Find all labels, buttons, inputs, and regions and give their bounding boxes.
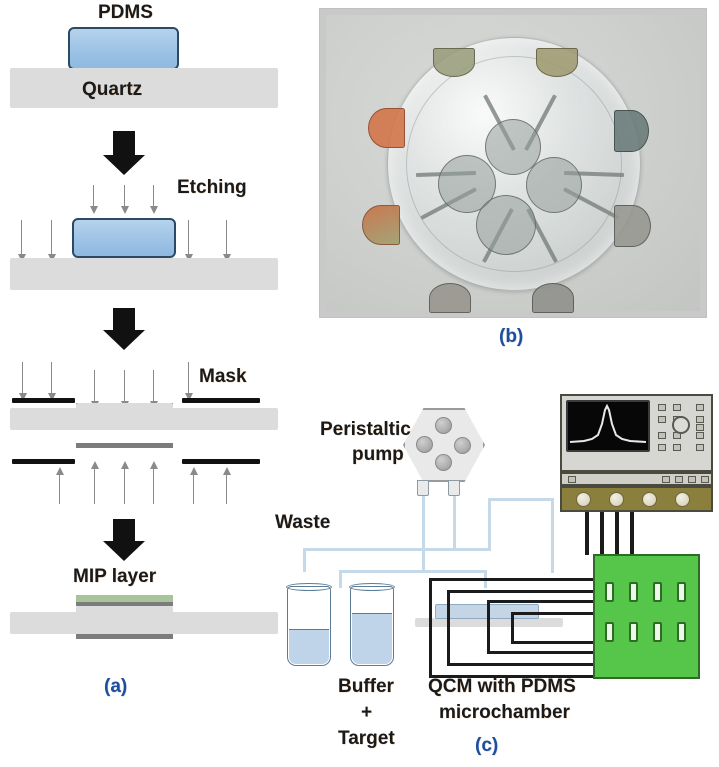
waste-vial-rim — [286, 583, 332, 591]
quartz-ledge-final — [76, 606, 173, 615]
mask-bar-top-right — [182, 398, 260, 403]
contact-pad-6 — [614, 205, 651, 247]
contact-pad-1 — [433, 48, 475, 77]
peristaltic-pump — [403, 408, 485, 482]
pump-roller-bottom — [435, 454, 452, 471]
metal-strip-top-final — [76, 602, 173, 606]
caption-b: (b) — [499, 326, 524, 347]
pcb-slot-r2c3 — [653, 622, 662, 642]
pump-port-outlet — [448, 480, 460, 496]
network-analyzer[interactable] — [560, 394, 713, 512]
quartz-substrate-step1 — [10, 68, 278, 108]
analyzer-lower-strip — [560, 472, 713, 486]
etching-label: Etching — [177, 177, 247, 198]
resonance-peak-trace — [569, 403, 647, 443]
bnc-connector-3[interactable] — [642, 492, 657, 507]
peristaltic-pump-label-line2: pump — [352, 444, 404, 465]
qcm-label-line1: QCM with PDMS — [428, 676, 576, 697]
wafer-inner-ring — [406, 56, 622, 272]
pdms-block-step2 — [72, 218, 176, 258]
bnc-connector-4[interactable] — [675, 492, 690, 507]
electrode-bottom — [476, 195, 536, 255]
contact-pad-7 — [429, 283, 471, 313]
caption-a: (a) — [104, 676, 128, 697]
pcb-slot-r1c4 — [677, 582, 686, 602]
electrode-right — [526, 157, 582, 213]
panel-b-wafer-photo: (b) — [319, 8, 707, 347]
waste-vial-body — [287, 586, 331, 666]
analyzer-rotary-knob[interactable] — [672, 416, 690, 434]
buffer-vial-liquid — [352, 613, 392, 664]
pdms-block-step1 — [68, 27, 179, 70]
mask-label: Mask — [199, 366, 247, 387]
quartz-ledge-step3 — [76, 403, 173, 411]
bnc-connector-1[interactable] — [576, 492, 591, 507]
pcb-slot-r1c2 — [629, 582, 638, 602]
pump-roller-right — [454, 437, 471, 454]
contact-pad-2 — [536, 48, 578, 77]
mask-bar-top-left — [12, 398, 75, 403]
pcb-slot-r2c4 — [677, 622, 686, 642]
waste-label: Waste — [275, 512, 331, 533]
buffer-vial-body — [350, 586, 394, 666]
pump-roller-left — [416, 436, 433, 453]
mip-layer-strip — [76, 595, 173, 602]
contact-pad-5 — [614, 110, 649, 152]
contact-pad-3 — [368, 108, 405, 148]
pump-roller-top — [435, 417, 452, 434]
buffer-vial-rim — [349, 583, 395, 591]
caption-c: (c) — [475, 735, 499, 756]
pcb-slot-r1c3 — [653, 582, 662, 602]
mask-bar-bottom-left — [12, 459, 75, 464]
photo-frame — [319, 8, 707, 318]
quartz-label: Quartz — [82, 79, 143, 100]
pcb-slot-r2c1 — [605, 622, 614, 642]
metal-strip-bottom — [76, 443, 173, 448]
contact-pad-4 — [362, 205, 400, 245]
panel-c-measurement-setup: Peristaltic pump Waste Buffer + Target — [275, 380, 719, 767]
buffer-target-vial — [349, 583, 395, 666]
analyzer-screen — [566, 400, 650, 452]
peristaltic-pump-label-line1: Peristaltic — [320, 419, 411, 440]
waste-vial-liquid — [289, 629, 329, 664]
mip-layer-label: MIP layer — [73, 566, 157, 587]
contact-pad-8 — [532, 283, 574, 313]
multiplexer-board — [593, 554, 700, 679]
qcm-label-line2: microchamber — [439, 702, 570, 723]
quartz-substrate-step3-lower — [10, 408, 278, 430]
pcb-slot-r2c2 — [629, 622, 638, 642]
panel-a-fabrication-process: PDMS Quartz Etching Mask — [0, 0, 300, 767]
quartz-substrate-step2 — [10, 258, 278, 290]
analyzer-connector-panel — [560, 486, 713, 512]
mask-bar-bottom-right — [182, 459, 260, 464]
metal-strip-bottom-final — [76, 634, 173, 639]
buffer-label-plus: + — [361, 702, 373, 723]
pump-port-inlet — [417, 480, 429, 496]
buffer-label-line1: Buffer — [338, 676, 394, 697]
pcb-slot-r1c1 — [605, 582, 614, 602]
quartz-substrate-final — [10, 612, 278, 634]
photo-background — [326, 15, 700, 313]
buffer-label-target: Target — [338, 728, 395, 749]
pdms-label: PDMS — [98, 2, 153, 23]
bnc-connector-2[interactable] — [609, 492, 624, 507]
electrode-top — [485, 119, 541, 175]
waste-vial — [286, 583, 332, 666]
